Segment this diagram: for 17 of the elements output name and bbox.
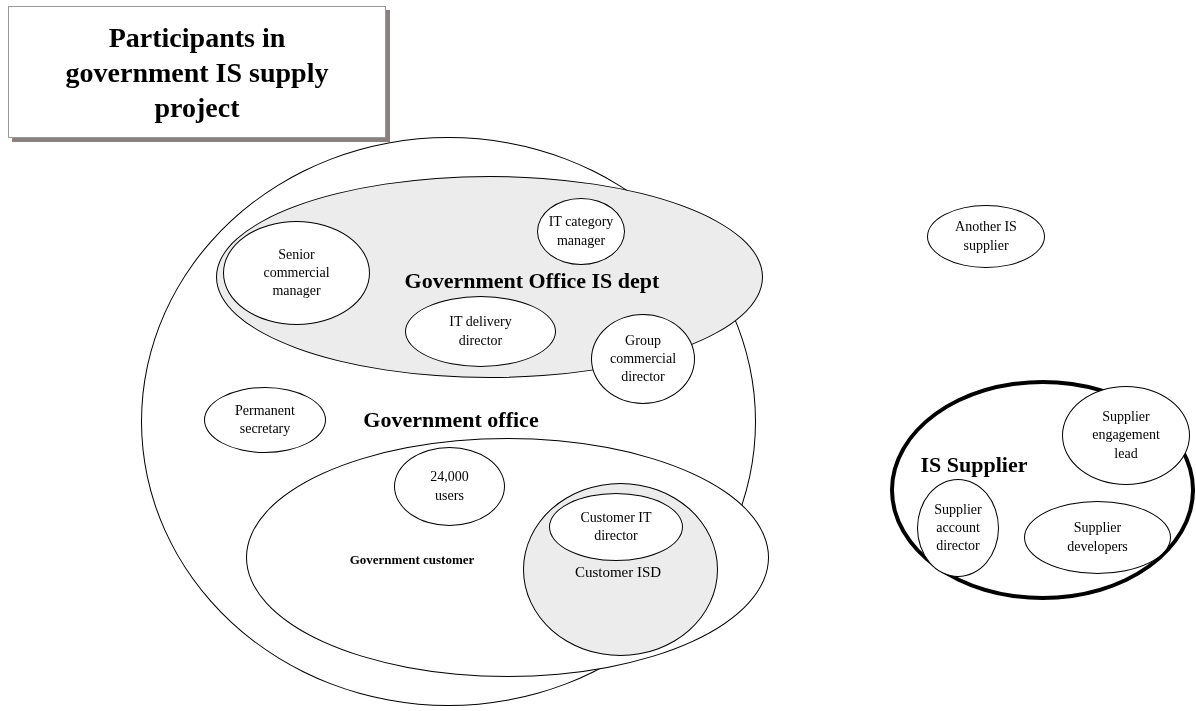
- node-label: IT category manager: [547, 213, 615, 250]
- node-label: Senior commercial manager: [262, 245, 331, 301]
- group-label: Government customer: [348, 552, 476, 569]
- node-label: Permanent secretary: [234, 401, 296, 438]
- node-label: Supplier engagement lead: [1091, 408, 1161, 463]
- node-label: Customer IT director: [579, 508, 653, 545]
- node-label: Supplier developers: [1066, 519, 1129, 556]
- node-label: Another IS supplier: [954, 218, 1018, 255]
- node-label: Group commercial director: [608, 331, 678, 387]
- node-label: 24,000 users: [429, 468, 470, 505]
- group-label: IS Supplier: [919, 451, 1029, 479]
- group-label: Government Office IS dept: [403, 267, 661, 295]
- group-label: Customer ISD: [573, 563, 663, 582]
- node-label: IT delivery director: [448, 313, 513, 350]
- node-label: Supplier account director: [933, 500, 983, 556]
- group-label: Government office: [362, 406, 540, 434]
- title: Participants in government IS supply project: [64, 20, 330, 125]
